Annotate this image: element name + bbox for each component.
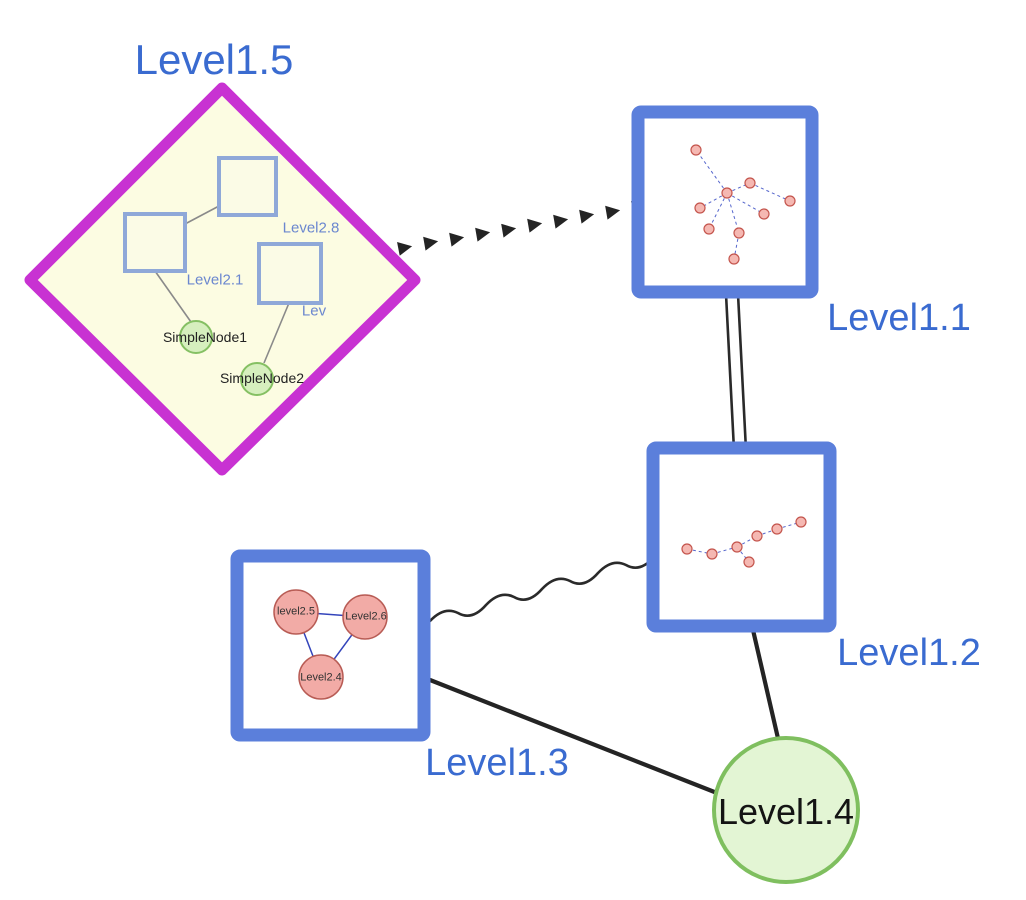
label-level1-3: Level1.3 [425,742,569,784]
node-level2-5[interactable] [273,589,319,635]
label-simple-node1: SimpleNode1 [162,329,248,345]
node-level1-1[interactable] [631,105,819,299]
mini-node[interactable] [744,177,756,189]
node-level2-6[interactable] [342,594,388,640]
mini-node[interactable] [706,548,718,560]
mini-graph-level1-2 [681,516,807,568]
edge-level1-1-to-level1-2[interactable] [724,292,748,452]
edge-level1-3-to-level1-2[interactable] [428,555,656,623]
label-simple-node2: SimpleNode2 [219,370,305,386]
node-level1-4[interactable] [712,736,860,884]
node-level2-4[interactable] [298,654,344,700]
label-level2-8: Level2.8 [282,219,340,237]
mini-node[interactable] [733,227,745,239]
label-level2-trunc: Lev [301,302,327,320]
edge-level1-5-to-level1-1[interactable] [397,200,647,256]
label-level1-4: Level1.4 [717,791,855,832]
label-level1-1: Level1.1 [827,297,971,339]
node-level1-5-diamond[interactable] [24,82,421,476]
mini-node[interactable] [681,543,693,555]
node-simple-node2[interactable] [240,362,274,396]
mini-node[interactable] [743,556,755,568]
mini-node[interactable] [795,516,807,528]
group-edge-lev-to-simplenode2 [263,302,290,364]
label-level2-4: Level2.4 [300,671,342,684]
mini-graph-level1-1 [690,144,796,265]
node-simple-node1[interactable] [179,320,213,354]
group-edge-2-1-to-2-8 [184,205,220,225]
mini-node[interactable] [721,187,733,199]
label-level2-1: Level2.1 [186,271,244,289]
mini-node[interactable] [703,223,715,235]
group-edge-2-1-to-simplenode1 [154,270,192,323]
node-level2-8-square[interactable] [217,156,278,217]
mini-node[interactable] [751,530,763,542]
node-level1-2[interactable] [646,441,837,633]
mini-graph-level1-3 [273,589,388,700]
node-level2-1-square[interactable] [123,212,187,273]
label-level2-5: level2.5 [277,605,315,618]
mini-node[interactable] [731,541,743,553]
mini-node[interactable] [758,208,770,220]
mini-node[interactable] [694,202,706,214]
label-level2-6: Level2.6 [345,610,387,623]
label-level1-5: Level1.5 [134,36,294,83]
edge-level1-3-to-level1-4[interactable] [422,675,753,809]
label-level1-2: Level1.2 [837,632,981,674]
mini-node[interactable] [771,523,783,535]
mini-node[interactable] [690,144,702,156]
node-level2-trunc-square[interactable] [257,242,323,305]
mini-node[interactable] [728,253,740,265]
node-level1-3[interactable] [230,549,431,742]
mini-node[interactable] [784,195,796,207]
